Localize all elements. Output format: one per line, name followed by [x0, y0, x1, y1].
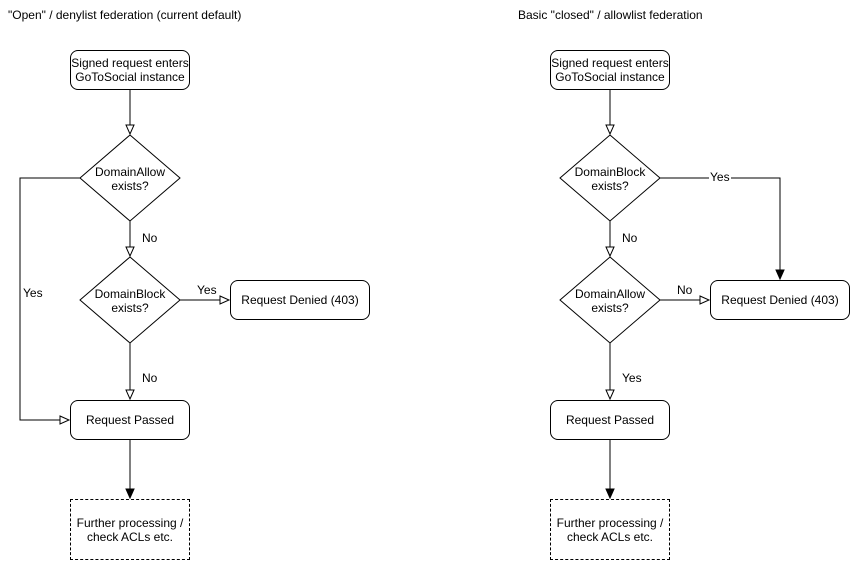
left-edge-label-decision1-no: No	[141, 231, 159, 245]
right-edge-label-decision1-no: No	[621, 231, 639, 245]
right-further-processing-node: Further processing / check ACLs etc.	[550, 499, 670, 560]
left-further-processing-node: Further processing / check ACLs etc.	[70, 499, 190, 560]
right-edge-label-decision1-yes: Yes	[709, 170, 731, 184]
left-start-node: Signed request enters GoToSocial instanc…	[70, 50, 190, 90]
edge-left-decision1-yes-to-passed	[19, 177, 80, 425]
right-edge-label-decision2-yes: Yes	[621, 371, 643, 385]
left-chart-title: "Open" / denylist federation (current de…	[8, 8, 242, 22]
right-edge-label-decision2-no: No	[676, 283, 694, 297]
decision-diamond-right-domainblock	[559, 134, 661, 222]
left-edge-label-decision2-yes: Yes	[196, 283, 218, 297]
decision-diamond-left-domainallow	[79, 134, 181, 222]
left-edge-label-decision1-yes: Yes	[22, 286, 44, 300]
decision-diamond-left-domainblock	[79, 256, 181, 344]
right-passed-node: Request Passed	[550, 400, 670, 440]
left-edge-label-decision2-no: No	[141, 371, 159, 385]
edge-right-decision1-yes-to-denied	[660, 177, 785, 281]
right-denied-node: Request Denied (403)	[710, 280, 850, 320]
right-start-node: Signed request enters GoToSocial instanc…	[550, 50, 670, 90]
decision-diamond-right-domainallow	[559, 256, 661, 344]
left-denied-node: Request Denied (403)	[230, 280, 370, 320]
left-passed-node: Request Passed	[70, 400, 190, 440]
right-chart-title: Basic "closed" / allowlist federation	[518, 8, 703, 22]
